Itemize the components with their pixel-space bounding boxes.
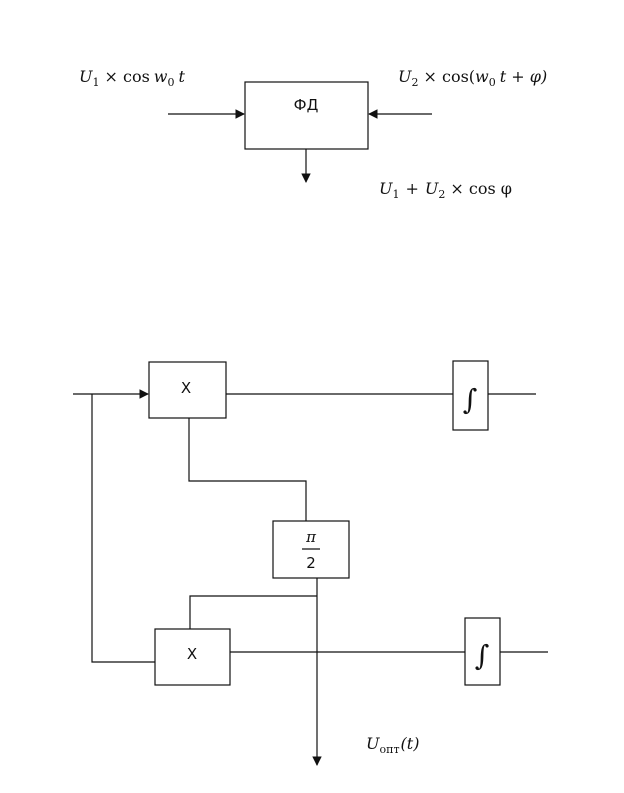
phase-shifter-input-line — [188, 418, 307, 521]
multiplier-bottom-block — [154, 628, 231, 686]
quadrature-correlator-diagram: X ∫ π 2 X ∫ Uопт(t) — [73, 360, 548, 766]
integrator-top-block — [452, 360, 489, 431]
bottom-multiplier-feed-line — [189, 595, 317, 629]
phase-shifter-numerator: π — [305, 528, 317, 546]
multiplier-top-block — [148, 361, 227, 419]
optimal-output-label: Uопт(t) — [366, 734, 419, 756]
input-branch-line — [91, 394, 155, 663]
integrator-top-symbol: ∫ — [463, 383, 478, 416]
integrator-bottom-symbol: ∫ — [475, 639, 490, 672]
phase-detector-block — [244, 81, 369, 150]
multiplier-bottom-label: X — [187, 645, 197, 663]
integrator-bottom-block — [464, 617, 501, 686]
phase-shifter-denominator: 2 — [306, 554, 316, 572]
phase-detector-label: ФД — [294, 96, 319, 114]
multiplier-top-label: X — [181, 379, 191, 397]
output-label: U1+U2× cos φ — [379, 179, 512, 201]
